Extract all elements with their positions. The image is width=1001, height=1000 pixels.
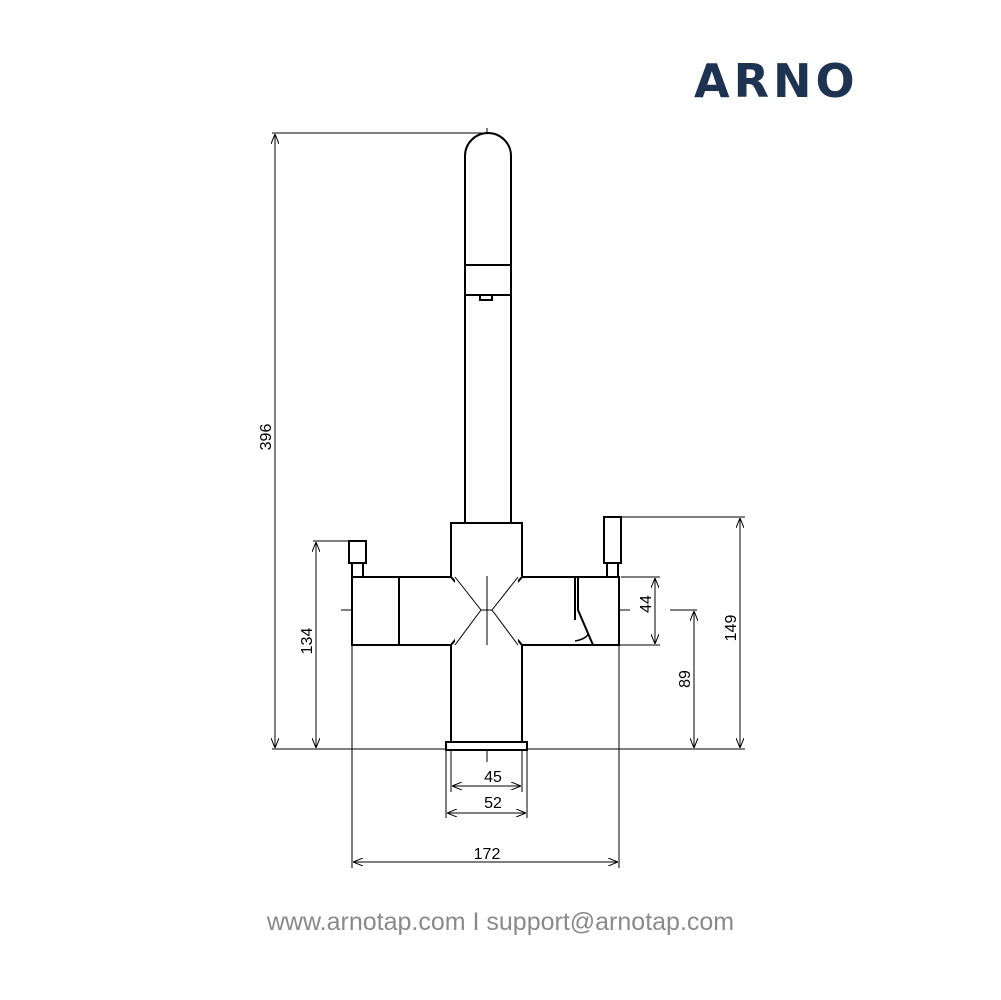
spout (464, 132, 512, 523)
dim-label-89: 89 (677, 670, 694, 688)
dim-label-149: 149 (723, 615, 740, 642)
spout-band (464, 264, 512, 296)
right-handle (603, 516, 622, 564)
dim-label-52: 52 (484, 795, 502, 812)
left-handle (348, 540, 367, 564)
spout-nozzle (479, 294, 493, 301)
dim-label-396: 396 (258, 424, 275, 451)
body-upper (450, 522, 523, 576)
dim-label-44: 44 (638, 595, 655, 613)
arno-logo: ARNO (694, 54, 859, 108)
left-handle-stem (351, 562, 364, 578)
right-handle-stem (606, 562, 619, 578)
dim-label-134: 134 (299, 628, 316, 655)
dim-label-172: 172 (474, 846, 501, 863)
dim-label-45: 45 (484, 769, 502, 786)
body-lower (450, 645, 523, 743)
footer-contact: www.arnotap.com I support@arnotap.com (266, 908, 735, 936)
base-plate (445, 741, 528, 751)
